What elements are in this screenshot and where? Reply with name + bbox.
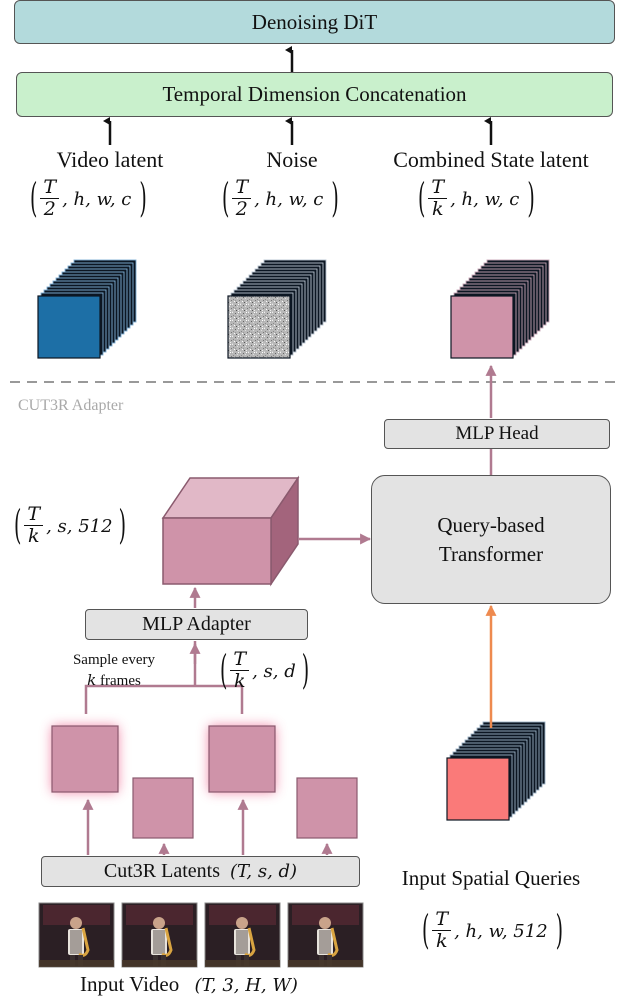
cube-front-face xyxy=(450,295,514,359)
video-latent-label: Video latent xyxy=(56,147,164,172)
sample-line1: Sample every xyxy=(72,652,156,668)
transformer-label-line1: Query-based xyxy=(437,513,545,538)
sample-frames: frames xyxy=(96,672,141,689)
noise-cube xyxy=(227,259,327,359)
mlp-adapter-box: MLP Adapter xyxy=(85,609,308,640)
video-frame-4 xyxy=(287,902,364,968)
latent-frame-1 xyxy=(51,725,119,793)
sample-every-label: Sample every k frames xyxy=(73,651,155,691)
mlp-head-label: MLP Head xyxy=(455,423,539,444)
adapter-section-label: CUT3R Adapter xyxy=(18,397,124,414)
latent-frame-3 xyxy=(208,725,276,793)
denoising-dit-box: Denoising DiT xyxy=(14,0,615,44)
mlp-head-box: MLP Head xyxy=(384,419,610,449)
sample-line2: k frames xyxy=(73,671,155,692)
sample-k: k xyxy=(87,670,97,689)
input-spatial-queries-cube xyxy=(446,721,546,821)
input-spatial-queries-label: Input Spatial Queries xyxy=(401,866,581,890)
video-latent-cube xyxy=(37,259,137,359)
temporal-concat-label: Temporal Dimension Concatenation xyxy=(162,82,467,106)
input-video-shape: (T, 3, H, W) xyxy=(194,975,298,996)
noise-label: Noise xyxy=(266,147,318,172)
input-video-label: Input Video xyxy=(80,972,180,996)
temporal-concat-box: Temporal Dimension Concatenation xyxy=(16,72,613,117)
input-video-caption: Input Video (T, 3, H, W) xyxy=(80,972,298,997)
cut3r-latent-frames xyxy=(51,725,358,839)
cut3r-latents-label: Cut3R Latents xyxy=(103,860,221,882)
query-transformer-box: Query-based Transformer xyxy=(371,475,611,604)
input-video-frames xyxy=(38,902,364,968)
latent-up-arrows xyxy=(82,798,333,855)
cube-front-face xyxy=(37,295,101,359)
combined-state-latent-cube xyxy=(450,259,550,359)
mlp-adapter-label: MLP Adapter xyxy=(142,613,251,635)
combined-state-latent-label: Combined State latent xyxy=(393,147,589,172)
adapter-output-block xyxy=(161,475,300,587)
video-frame-2 xyxy=(121,902,198,968)
video-frame-3 xyxy=(204,902,281,968)
cube-front-face xyxy=(227,295,291,359)
video-frame-1 xyxy=(38,902,115,968)
transformer-label-line2: Transformer xyxy=(438,541,544,566)
latent-frame-4 xyxy=(296,777,358,839)
latent-frame-2 xyxy=(132,777,194,839)
denoising-dit-label: Denoising DiT xyxy=(251,9,378,34)
cube-front-face xyxy=(446,757,510,821)
cut3r-latents-box: Cut3R Latents (T, s, d) xyxy=(41,856,360,887)
cut3r-latents-shape: (T, s, d) xyxy=(230,861,298,882)
